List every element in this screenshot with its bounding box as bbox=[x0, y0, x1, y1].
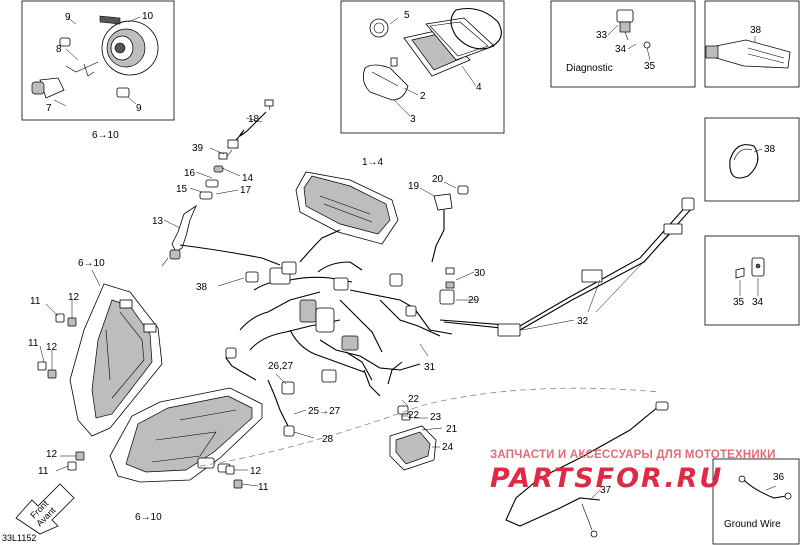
callout-31: 31 bbox=[424, 362, 436, 373]
ground-wire-label: Ground Wire bbox=[724, 519, 781, 530]
callout-9b: 9 bbox=[136, 103, 142, 114]
callout-7: 7 bbox=[46, 103, 52, 114]
callout-4: 4 bbox=[476, 82, 482, 93]
headlight-right bbox=[109, 387, 263, 483]
wire-loop bbox=[729, 144, 759, 179]
callout-2: 2 bbox=[420, 91, 426, 102]
front-arrow bbox=[15, 483, 75, 535]
headlight-kit-box bbox=[21, 0, 175, 121]
callout-38a: 38 bbox=[750, 25, 762, 36]
callout-17: 17 bbox=[240, 185, 252, 196]
callout-35a: 35 bbox=[644, 61, 656, 72]
callout-32: 32 bbox=[577, 316, 589, 327]
callout-11b: 11 bbox=[28, 338, 39, 349]
diagram-id: 33L1152 bbox=[2, 533, 36, 543]
callout-15: 15 bbox=[176, 184, 188, 195]
callout-16: 16 bbox=[184, 168, 196, 179]
callout-6-10-top: 6→10 bbox=[92, 130, 119, 141]
callout-9a: 9 bbox=[65, 12, 71, 23]
switch-connector bbox=[431, 185, 469, 263]
diagnostic-connector bbox=[616, 9, 651, 49]
callout-34a: 34 bbox=[615, 44, 627, 55]
callout-34b: 34 bbox=[752, 297, 764, 308]
gauge-cluster bbox=[295, 171, 399, 245]
callout-38c: 38 bbox=[196, 282, 208, 293]
callout-33: 33 bbox=[596, 30, 608, 41]
callout-24: 24 bbox=[442, 442, 454, 453]
harness-connector-26 bbox=[281, 381, 295, 437]
callout-21: 21 bbox=[446, 424, 458, 435]
gauge-kit-box bbox=[340, 0, 505, 134]
headlight-left bbox=[69, 283, 163, 437]
callout-22b: 22 bbox=[408, 410, 420, 421]
wire-loop-box bbox=[704, 117, 800, 202]
callout-14: 14 bbox=[242, 173, 254, 184]
callout-22a: 22 bbox=[408, 394, 420, 405]
long-harness-37 bbox=[505, 401, 669, 538]
callout-5: 5 bbox=[404, 10, 410, 21]
callout-10: 10 bbox=[142, 11, 154, 22]
callout-30: 30 bbox=[474, 268, 486, 279]
control-module bbox=[389, 405, 437, 471]
callout-19: 19 bbox=[408, 181, 420, 192]
spring-cable bbox=[161, 99, 274, 267]
callout-23: 23 bbox=[430, 412, 442, 423]
ground-bracket bbox=[735, 257, 765, 279]
callout-28: 28 bbox=[322, 434, 334, 445]
wiring-harness bbox=[179, 197, 695, 427]
sealant-box bbox=[704, 0, 800, 88]
callout-18: 18 bbox=[248, 114, 260, 125]
callout-1-4: 1→4 bbox=[362, 157, 384, 168]
callout-13: 13 bbox=[152, 216, 164, 227]
callout-12d: 12 bbox=[250, 466, 262, 477]
ground-wire-part bbox=[738, 475, 792, 500]
ground-wire-box bbox=[712, 458, 800, 545]
callout-29: 29 bbox=[468, 295, 480, 306]
gauge-parts bbox=[362, 7, 502, 101]
callout-11c: 11 bbox=[38, 466, 49, 477]
callout-12a: 12 bbox=[68, 292, 80, 303]
watermark-logo: PARTSFOR.RU bbox=[490, 463, 724, 494]
callout-26-27: 26,27 bbox=[268, 361, 293, 372]
callout-11a: 11 bbox=[30, 296, 41, 307]
callout-37: 37 bbox=[600, 485, 612, 496]
callout-20: 20 bbox=[432, 174, 444, 185]
callout-39: 39 bbox=[192, 143, 204, 154]
diagnostic-box bbox=[550, 0, 696, 88]
callout-25-27: 25→27 bbox=[308, 406, 341, 417]
watermark-text: ЗАПЧАСТИ И АКСЕССУАРЫ ДЛЯ МОТОТЕХНИКИ bbox=[490, 449, 776, 461]
callout-6-10-bottom: 6→10 bbox=[135, 512, 162, 523]
callout-38b: 38 bbox=[764, 144, 776, 155]
callout-8: 8 bbox=[56, 44, 62, 55]
callout-11d: 11 bbox=[258, 482, 269, 493]
callout-35b: 35 bbox=[733, 297, 745, 308]
bracket-29 bbox=[445, 267, 455, 289]
fasteners bbox=[37, 313, 243, 489]
headlight-bulb-assembly bbox=[31, 15, 159, 99]
sealant-tube bbox=[705, 39, 791, 69]
callout-36: 36 bbox=[773, 472, 785, 483]
ground-bracket-box bbox=[704, 235, 800, 326]
diagnostic-label: Diagnostic bbox=[566, 63, 613, 74]
callout-12b: 12 bbox=[46, 342, 58, 353]
callout-12c: 12 bbox=[46, 449, 58, 460]
callout-6-10-left: 6→10 bbox=[78, 258, 105, 269]
callout-3: 3 bbox=[410, 114, 416, 125]
